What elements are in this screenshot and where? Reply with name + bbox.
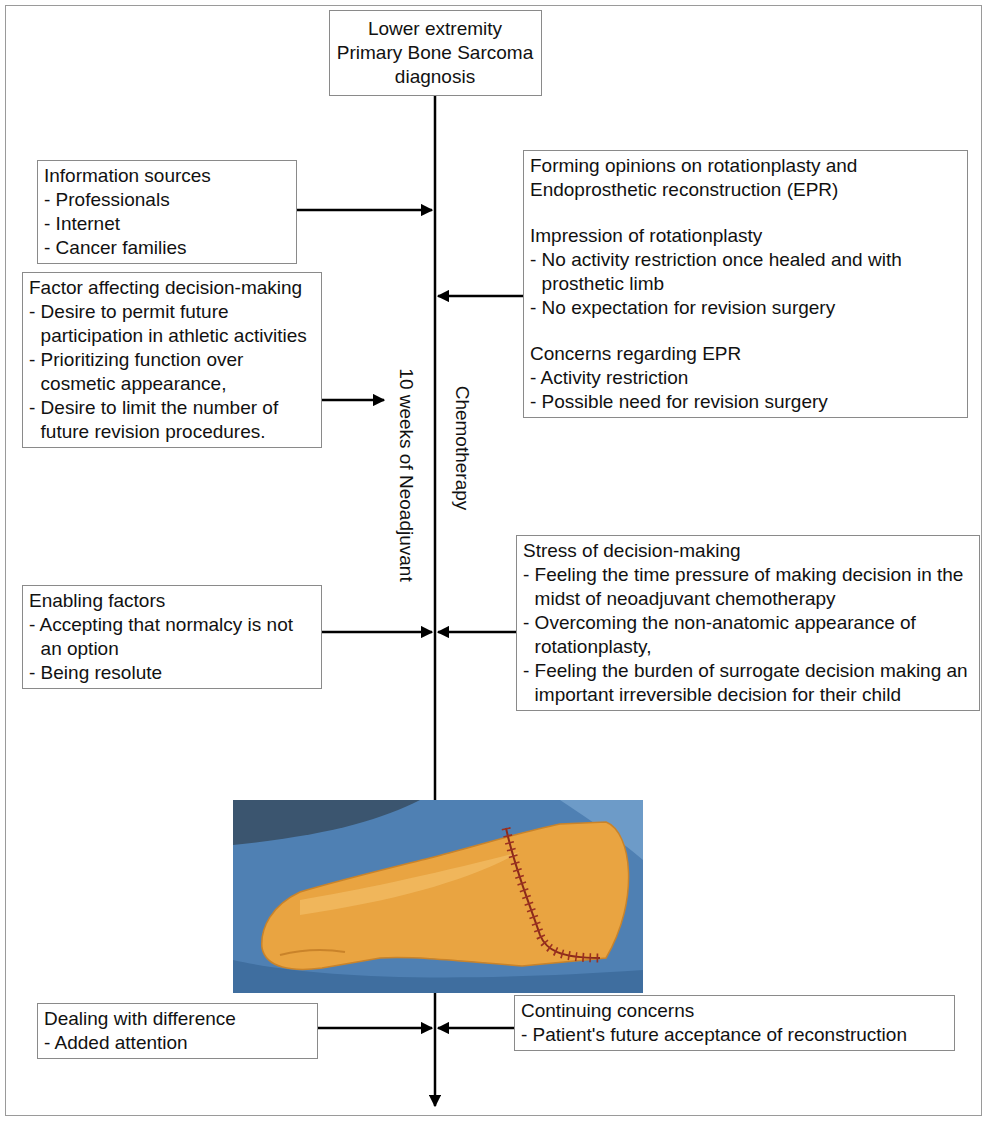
timeline (434, 60, 437, 800)
timeline-arrow (434, 993, 437, 1106)
timeline-label: 10 weeks of Neoadjuvant (394, 368, 416, 581)
list-item: - Accepting that normalcy is not an opti… (29, 613, 315, 661)
outer-frame (6, 6, 982, 1116)
text-box: Lower extremity Primary Bone Sarcoma dia… (329, 10, 542, 96)
arrow (438, 1027, 514, 1030)
text-box: Continuing concerns- Patient's future ac… (514, 995, 955, 1051)
box-heading: Stress of decision-making (523, 539, 973, 563)
list-item: - Prioritizing function over cosmetic ap… (29, 348, 315, 396)
list-item: - Desire to permit future participation … (29, 300, 315, 348)
box-heading: Concerns regarding EPR (530, 342, 961, 366)
arrow (322, 631, 432, 634)
box-heading: Enabling factors (29, 589, 315, 613)
list-item: - Internet (44, 212, 290, 236)
list-item: - Overcoming the non-anatomic appearance… (523, 611, 973, 659)
list-item: - Feeling the burden of surrogate decisi… (523, 659, 973, 707)
list-item: - Activity restriction (530, 366, 961, 390)
arrow (438, 295, 523, 298)
text-box: Dealing with difference- Added attention (37, 1003, 318, 1059)
text-box: Stress of decision-making- Feeling the t… (516, 535, 980, 711)
arrow (318, 1027, 432, 1030)
list-item: - Added attention (44, 1031, 311, 1055)
box-heading: Lower extremity Primary Bone Sarcoma dia… (336, 17, 535, 89)
list-item: - Professionals (44, 188, 290, 212)
box-heading: Factor affecting decision-making (29, 276, 315, 300)
box-heading: Forming opinions on rotationplasty and E… (530, 154, 961, 202)
list-item: - Possible need for revision surgery (530, 390, 961, 414)
list-item: - Being resolute (29, 661, 315, 685)
text-box: Forming opinions on rotationplasty and E… (523, 150, 968, 418)
box-heading: Continuing concerns (521, 999, 948, 1023)
text-box: Information sources- Professionals- Inte… (37, 160, 297, 264)
box-heading: Dealing with difference (44, 1007, 311, 1031)
list-item: - Cancer families (44, 236, 290, 260)
timeline-label: Chemotherapy (451, 386, 473, 511)
list-item: - No expectation for revision surgery (530, 296, 961, 320)
text-box: Enabling factors- Accepting that normalc… (22, 585, 322, 689)
list-item: - Desire to limit the number of future r… (29, 396, 315, 444)
list-item: - Feeling the time pressure of making de… (523, 563, 973, 611)
arrow (438, 631, 516, 634)
arrow (322, 399, 384, 402)
list-item: - No activity restriction once healed an… (530, 248, 961, 296)
text-box: Factor affecting decision-making- Desire… (22, 272, 322, 448)
surgery-photo (233, 800, 643, 993)
list-item: - Patient's future acceptance of reconst… (521, 1023, 948, 1047)
box-heading: Information sources (44, 164, 290, 188)
arrow (297, 209, 432, 212)
box-heading: Impression of rotationplasty (530, 224, 961, 248)
